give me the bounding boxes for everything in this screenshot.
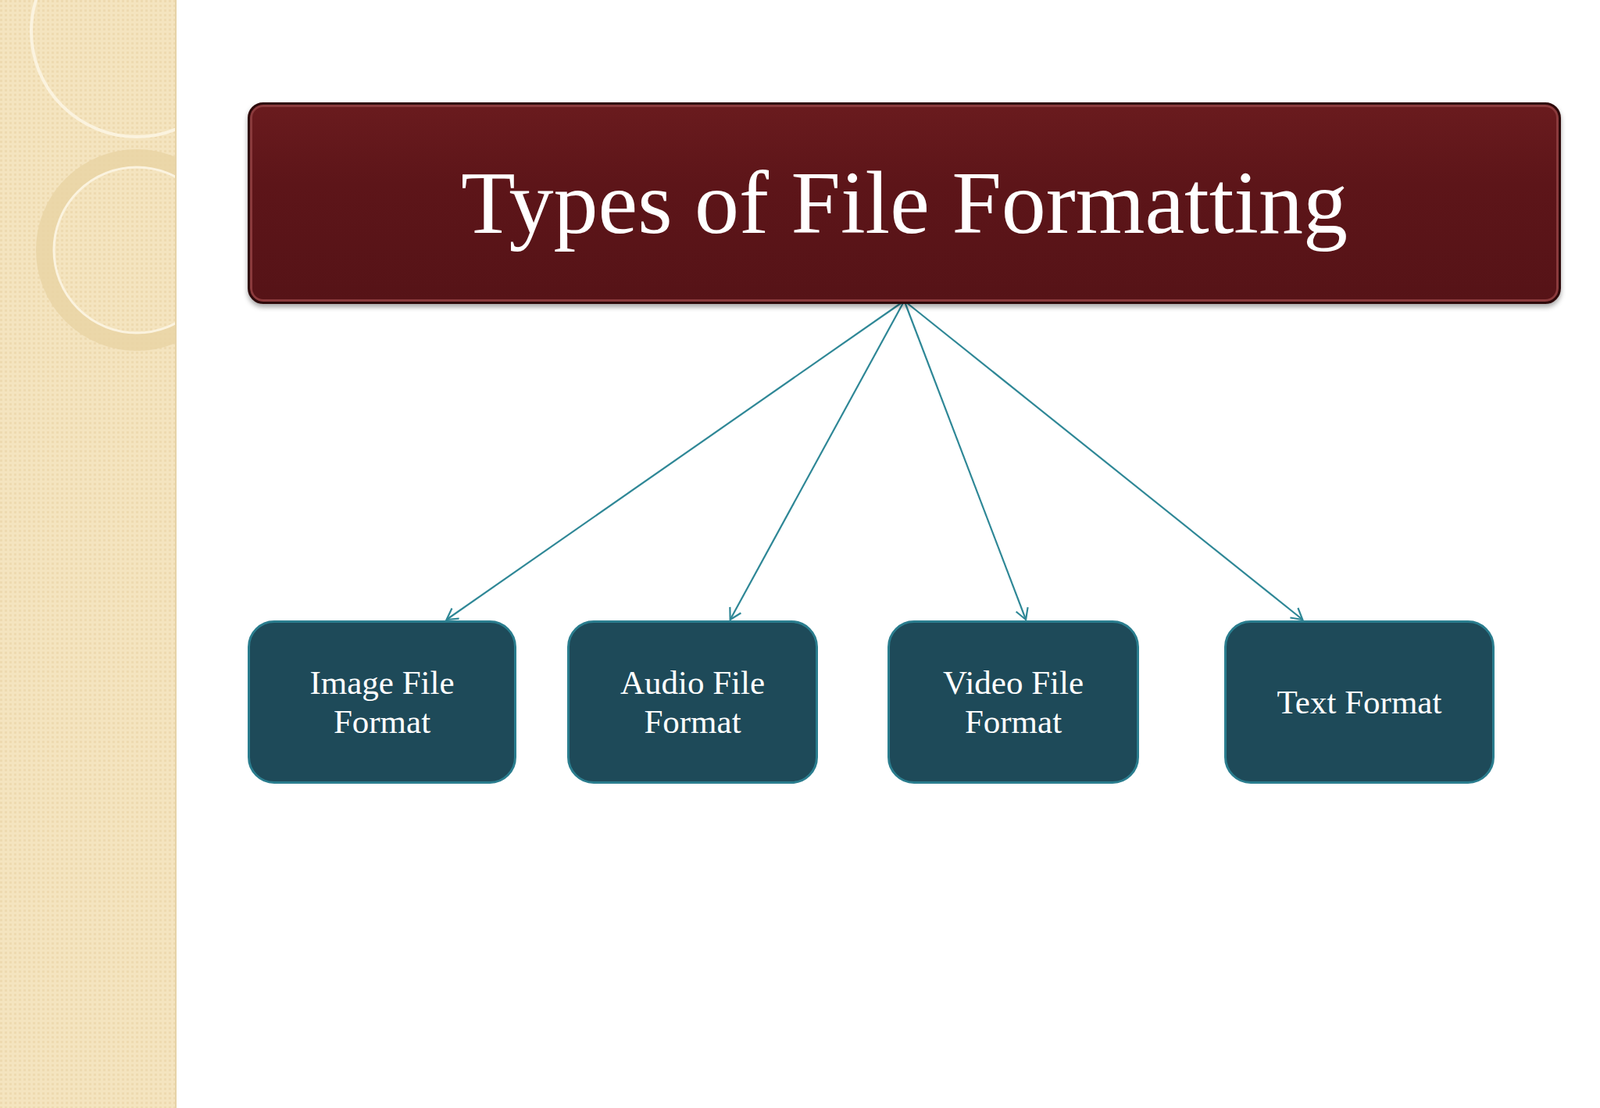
text-group: Image File Format xyxy=(273,663,491,741)
connector-arrow xyxy=(446,300,905,620)
title-text: Types of File Formatting xyxy=(460,151,1348,254)
box-label: Audio File Format xyxy=(592,663,793,741)
text-group: Text Format xyxy=(1277,682,1443,722)
title-box: Types of File Formatting xyxy=(247,102,1561,304)
box-label: Video File Format xyxy=(913,663,1114,741)
text-group: Video File Format xyxy=(913,663,1114,741)
text-group: Audio File Format xyxy=(592,663,793,741)
connector-arrow xyxy=(904,300,1304,620)
text-group: Types of File Formatting xyxy=(460,151,1348,254)
side-band xyxy=(0,0,177,1108)
box-label: Text Format xyxy=(1277,682,1443,722)
process-box: Image File Format xyxy=(247,620,517,784)
process-box: Video File Format xyxy=(887,620,1140,784)
connector-arrow xyxy=(730,300,905,620)
box-label: Image File Format xyxy=(273,663,491,741)
deco-arc xyxy=(31,0,177,137)
process-box: Audio File Format xyxy=(567,620,818,784)
band-edge xyxy=(175,0,177,1108)
deco-ring-line xyxy=(53,167,177,333)
deco-ring xyxy=(44,157,177,343)
process-box: Text Format xyxy=(1224,620,1495,784)
